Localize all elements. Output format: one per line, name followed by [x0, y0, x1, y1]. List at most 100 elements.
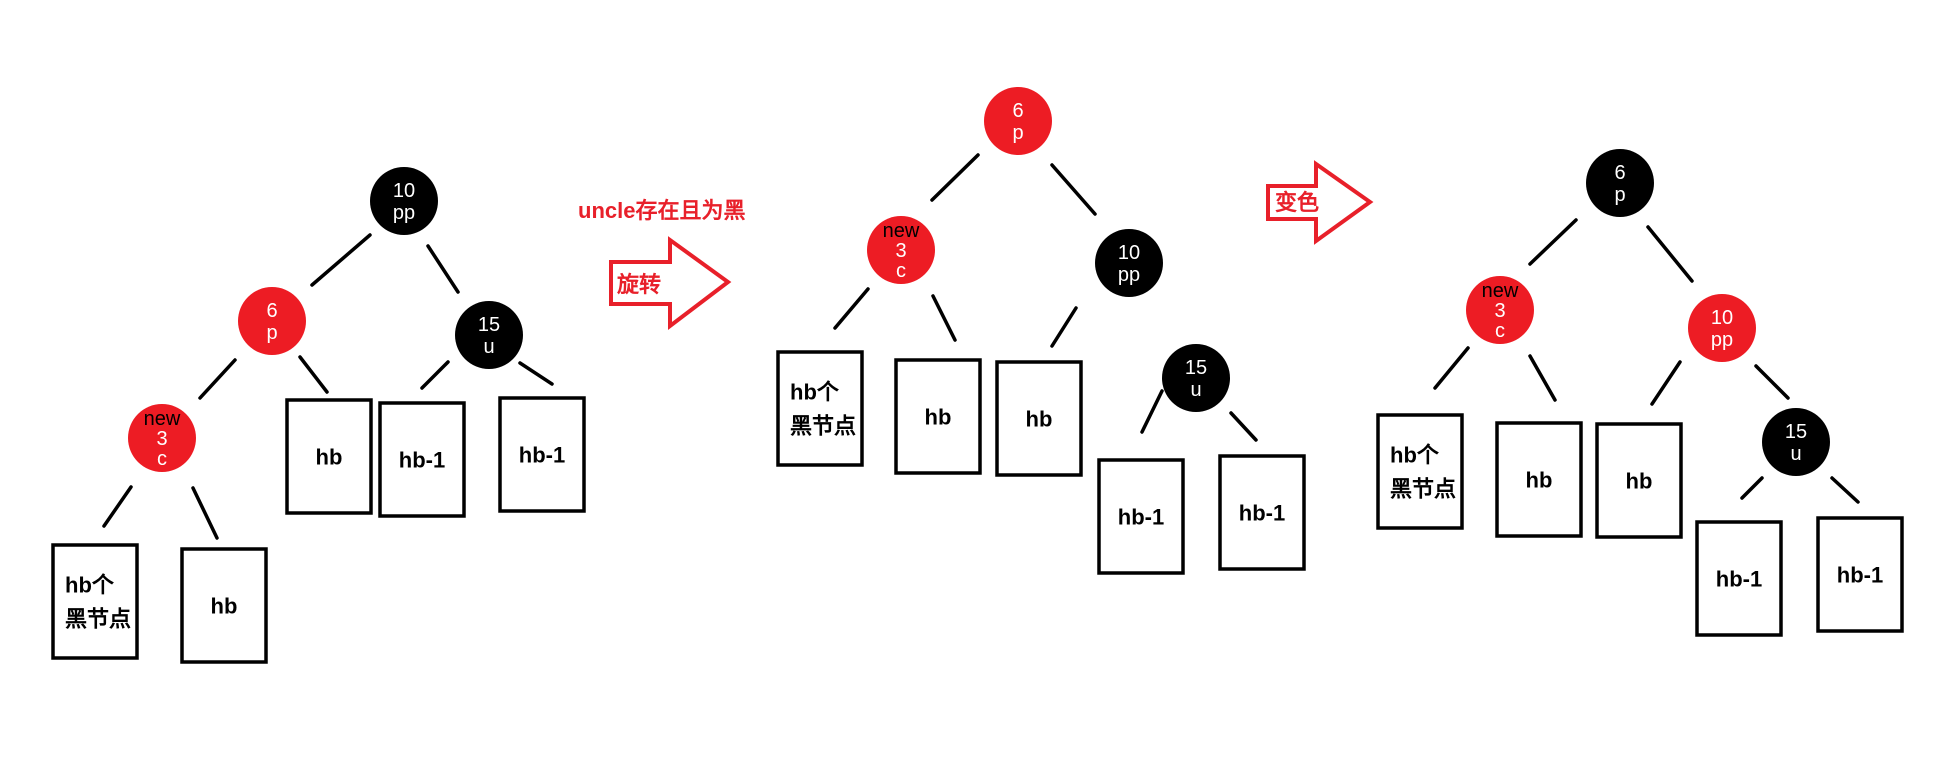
tree-1-edge	[298, 355, 329, 394]
step-arrow: 旋转	[609, 236, 732, 331]
tree-1-edge	[426, 244, 460, 294]
tree-1-edge	[198, 358, 237, 400]
tree-3-edge	[1528, 218, 1578, 266]
tree-3-edge	[1528, 354, 1557, 402]
tree-node-label: 15	[478, 314, 500, 336]
case-caption: uncle存在且为黑	[578, 198, 745, 223]
subtree-box: hb	[1495, 421, 1583, 538]
step-arrow: 变色	[1266, 160, 1374, 245]
subtree-box-frame	[1595, 422, 1683, 539]
tree-node-label: 10	[1711, 307, 1733, 329]
subtree-box-label: hb个	[1390, 443, 1440, 468]
tree-2-edge	[930, 153, 980, 202]
subtree-box-frame	[180, 547, 268, 664]
subtree-box-frame	[776, 350, 864, 467]
arrow-icon	[609, 236, 732, 331]
subtree-box-label: hb	[1626, 469, 1653, 494]
subtree-box-label: hb-1	[399, 448, 445, 473]
arrow-icon	[1266, 160, 1374, 245]
tree-node-circle	[238, 287, 306, 355]
tree-node-circle	[370, 167, 438, 235]
tree-node-label: 15	[1785, 421, 1807, 443]
subtree-box: hb-1	[1695, 520, 1783, 637]
tree-node-label: pp	[393, 202, 415, 224]
subtree-box-frame	[995, 360, 1083, 477]
subtree-box-label: hb	[1026, 407, 1053, 432]
tree-node-circle	[867, 216, 935, 284]
subtree-box-frame	[894, 358, 982, 475]
tree-node-label: c	[1495, 320, 1505, 342]
subtree-box-label: hb	[925, 405, 952, 430]
tree-node-label: u	[1190, 379, 1201, 401]
tree-node-label: c	[157, 448, 167, 470]
tree-3-edge	[1830, 476, 1860, 504]
subtree-box-frame	[1495, 421, 1583, 538]
tree-node-circle	[1586, 149, 1654, 217]
tree-3-edge	[1433, 346, 1470, 390]
tree-node-label: p	[1012, 122, 1023, 144]
subtree-box-label: hb-1	[1239, 501, 1285, 526]
tree-node-label: 3	[1494, 300, 1505, 322]
tree-node-label: p	[266, 322, 277, 344]
tree-node: 6p	[238, 287, 306, 355]
tree-node-label: pp	[1711, 329, 1733, 351]
subtree-box-label: hb	[211, 594, 238, 619]
tree-node-label: 6	[1614, 162, 1625, 184]
tree-1-edge	[102, 485, 133, 528]
tree-node-label: 10	[1118, 242, 1140, 264]
subtree-box: hb-1	[378, 401, 466, 518]
tree-node-label: 3	[895, 240, 906, 262]
subtree-box-label: hb-1	[519, 443, 565, 468]
tree-node-label: p	[1614, 184, 1625, 206]
tree-2-edge	[1050, 306, 1078, 348]
tree-node-circle	[1466, 276, 1534, 344]
tree-3-edge	[1740, 476, 1764, 500]
tree-node-label: 15	[1185, 357, 1207, 379]
subtree-box-label: hb个	[790, 380, 840, 405]
subtree-box: hb-1	[1816, 516, 1904, 633]
tree-node-circle	[1095, 229, 1163, 297]
tree-2-edge	[1229, 411, 1258, 442]
tree-node-label: u	[1790, 443, 1801, 465]
tree-2-edge	[931, 294, 957, 342]
subtree-box: hb-1	[1218, 454, 1306, 571]
tree-1-edge	[310, 233, 372, 287]
subtree-box-label: 黑节点	[1390, 477, 1456, 502]
tree-node-circle	[1762, 408, 1830, 476]
tree-1-edge	[420, 360, 450, 390]
subtree-box-frame	[1097, 458, 1185, 575]
subtree-box-label: hb-1	[1837, 563, 1883, 588]
step-arrow-label: 变色	[1275, 190, 1319, 215]
tree-1-edge	[191, 486, 219, 540]
subtree-box-label: hb	[1526, 468, 1553, 493]
subtree-box-label: hb-1	[1716, 567, 1762, 592]
subtree-box-label: 黑节点	[65, 607, 131, 632]
tree-node-label: new	[144, 408, 181, 430]
tree-node-label: new	[883, 220, 920, 242]
tree-3-edge	[1754, 364, 1790, 400]
tree-node-circle	[1162, 344, 1230, 412]
subtree-box-label: hb	[316, 445, 343, 470]
tree-node: 15u	[1162, 344, 1230, 412]
subtree-box-frame	[1816, 516, 1904, 633]
subtree-box-frame	[51, 543, 139, 660]
subtree-box-frame	[285, 398, 373, 515]
tree-node: 15u	[455, 301, 523, 369]
tree-node-label: 6	[266, 300, 277, 322]
step-arrow-label: 旋转	[617, 272, 661, 297]
tree-node-label: u	[483, 336, 494, 358]
subtree-box: hb	[1595, 422, 1683, 539]
tree-2-edge	[833, 287, 870, 330]
tree-node-circle	[455, 301, 523, 369]
subtree-box: hb	[285, 398, 373, 515]
